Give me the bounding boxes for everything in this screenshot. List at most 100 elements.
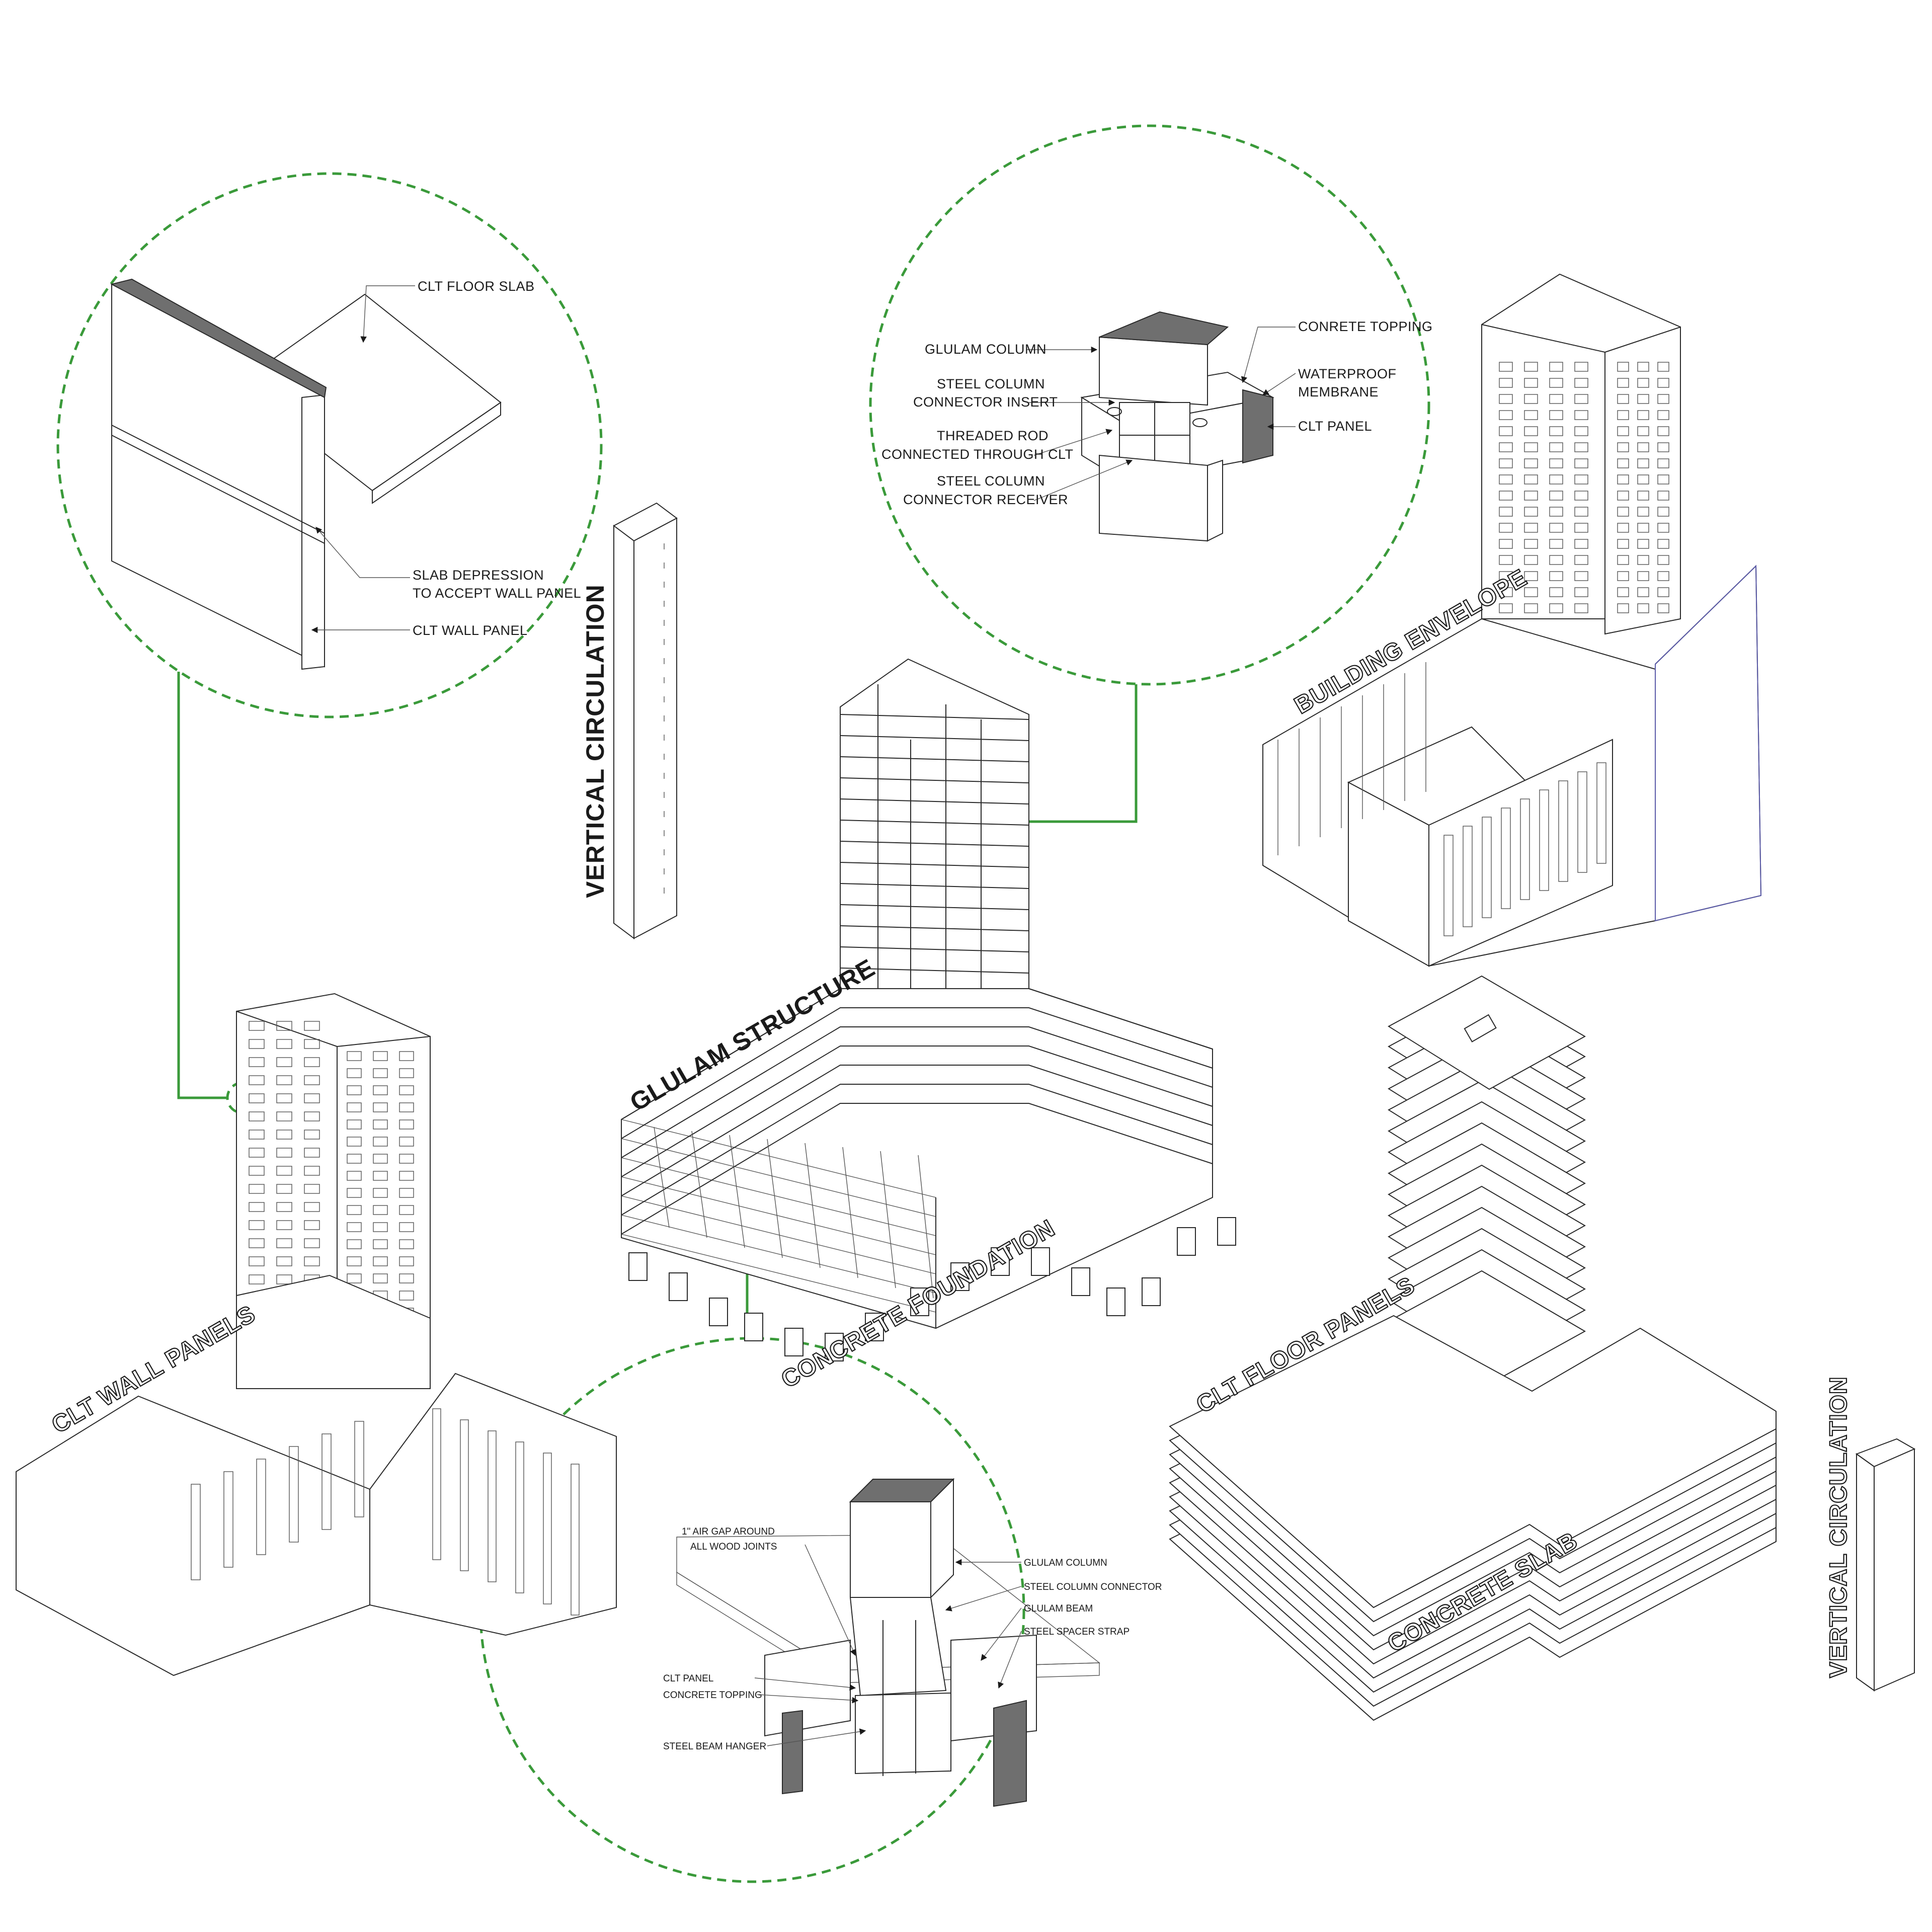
tower-window [1574,603,1588,613]
wall-tower-window [399,1137,414,1147]
tower-window [1499,603,1513,613]
wall-tower-window [276,1130,292,1140]
tower-window [1637,474,1649,485]
label-steel-spacer-strap: STEEL SPACER STRAP [1024,1627,1130,1637]
tower-window [1574,394,1588,404]
wall-tower-window [304,1256,320,1266]
wall-panel-slot [289,1446,299,1543]
podium-floor-front [621,1195,936,1274]
wall-tower-window [373,1273,388,1283]
tower-floor-line [840,904,1029,910]
wall-tower-window [373,1119,388,1130]
label-steel-column-insert-2: CONNECTOR INSERT [913,394,1058,410]
tower-window [1657,491,1669,501]
tower-window [1549,362,1563,372]
wall-panel-slot [515,1441,524,1593]
tower-window [1524,539,1538,549]
column-top-face [1099,311,1229,346]
wall-tower-window [373,1188,388,1198]
tower-window [1657,426,1669,436]
wall-tower-window [304,1130,320,1140]
podium-floor-line [621,1065,1213,1196]
wall-tower-window [276,1238,292,1248]
beam-hanger-right [993,1700,1027,1807]
tower-window [1617,571,1629,581]
label-glulam-column: GLULAM COLUMN [925,342,1046,357]
wall-tower-window [249,1021,265,1031]
wall-tower-window [304,1202,320,1212]
wall-tower-window [249,1093,265,1103]
wall-tower-window [276,1093,292,1103]
detail-circle-column [869,124,1430,686]
tower-window [1574,523,1588,533]
wall-tower-window [399,1085,414,1095]
envelope-panel [1482,817,1492,918]
wall-panel-slot [543,1453,552,1604]
tower-window [1637,571,1649,581]
foundation-pile [1217,1217,1236,1246]
envelope-panel [1558,780,1568,882]
tower-window [1617,394,1629,404]
tower-floor-line [840,968,1029,974]
tower-window [1524,458,1538,468]
label-clt-wall-panel: CLT WALL PANEL [413,623,528,638]
podium-floor-line [621,1026,1213,1158]
tower-window [1549,474,1563,485]
foundation-pile [669,1272,688,1301]
tower-window [1524,587,1538,597]
label-concrete-topping-beam: CONCRETE TOPPING [663,1690,762,1701]
tower-window [1499,426,1513,436]
tower-floor-line [840,735,1029,741]
wall-panel-slot [321,1433,332,1530]
tower-window [1524,442,1538,452]
tower-window [1617,603,1629,613]
wall-tower-window [249,1202,265,1212]
tower-window [1657,571,1669,581]
tower-window [1524,491,1538,501]
tower-window [1524,523,1538,533]
tower-window [1637,539,1649,549]
tower-window [1574,474,1588,485]
wall-tower-window [276,1021,292,1031]
wall-tower-window [373,1205,388,1215]
podium-floor-front [621,1119,936,1198]
podium-floor-line [621,1007,1213,1139]
envelope-panel [1596,762,1606,864]
tower-window [1617,539,1629,549]
wall-tower-window [399,1256,414,1266]
tower-window [1549,523,1563,533]
podium-floor-line [621,1045,1213,1177]
wall-tower-window [347,1085,362,1095]
tower-window [1637,507,1649,517]
wall-tower-window [347,1137,362,1147]
tower-window [1499,587,1513,597]
tower-window [1617,491,1629,501]
tower-window [1549,442,1563,452]
label-steel-column-receiver: STEEL COLUMN [937,473,1045,489]
wall-tower-window [304,1238,320,1248]
wall-panel-slot [223,1471,233,1568]
envelope-panel [1539,789,1549,891]
tower-window [1637,491,1649,501]
wall-tower-window [304,1184,320,1194]
wall-panel-slot [191,1484,201,1580]
label-waterproof-membrane: WATERPROOF [1298,366,1397,381]
label-air-gap: 1" AIR GAP AROUND [682,1526,775,1537]
wall-tower-window [249,1166,265,1176]
tower-floor-line [840,841,1029,847]
label-glulam-beam: GLULAM BEAM [1024,1603,1093,1614]
foundation-pile [865,1313,884,1341]
wall-tower-window [249,1057,265,1067]
tower-floor-line [840,798,1029,804]
wall-tower-window [373,1171,388,1181]
tower-window [1524,410,1538,420]
tower-window [1574,555,1588,565]
tower-window [1574,587,1588,597]
tower-floor-line [840,925,1029,931]
label-steel-column-receiver-2: CONNECTOR RECEIVER [903,492,1068,507]
wall-tower-window [304,1220,320,1230]
label-threaded-rod-2: CONNECTED THROUGH CLT [881,447,1074,462]
wall-tower-window [249,1274,265,1284]
tower-window [1657,523,1669,533]
